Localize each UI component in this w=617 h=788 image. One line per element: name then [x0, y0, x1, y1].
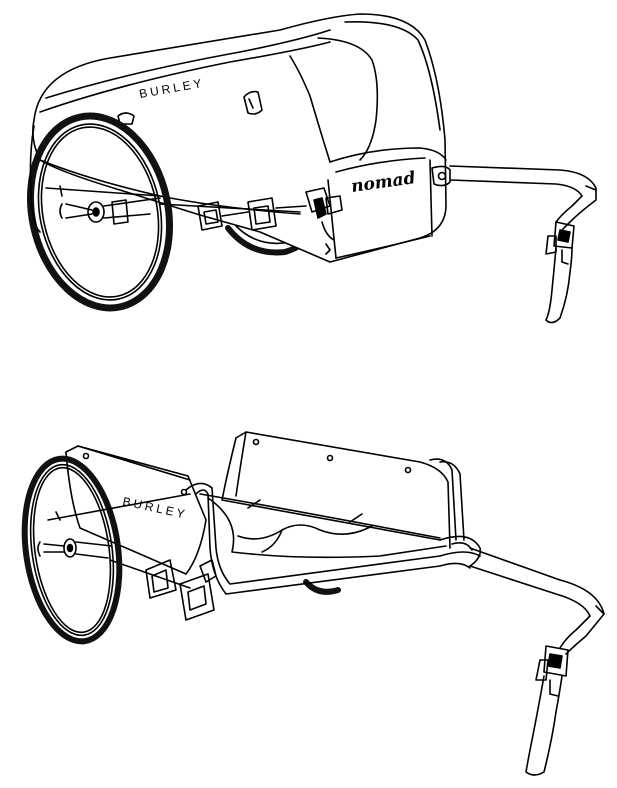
open-trailer-near-wheel: [21, 455, 191, 645]
open-trailer-axle-bracket: [109, 559, 217, 621]
covered-trailer: BURLEY nomad: [26, 13, 597, 324]
open-trailer-hitch-arm: [469, 547, 605, 655]
open-trailer-side-panel: [65, 445, 207, 575]
open-trailer: BURLEY: [21, 431, 605, 776]
covered-trailer-hitch-arm: [449, 165, 597, 231]
open-trailer-floor: [199, 493, 447, 559]
covered-trailer-axle-bracket: [159, 197, 307, 231]
open-trailer-hitch-strap: [525, 645, 569, 776]
covered-trailer-near-wheel: [26, 112, 174, 312]
covered-trailer-hitch-strap: [545, 221, 575, 324]
open-trailer-brand-label: BURLEY: [121, 494, 188, 521]
side-handle: [243, 90, 263, 115]
open-trailer-frame: [185, 458, 482, 595]
covered-trailer-body: [32, 13, 447, 263]
open-trailer-back-panel: [221, 431, 451, 549]
